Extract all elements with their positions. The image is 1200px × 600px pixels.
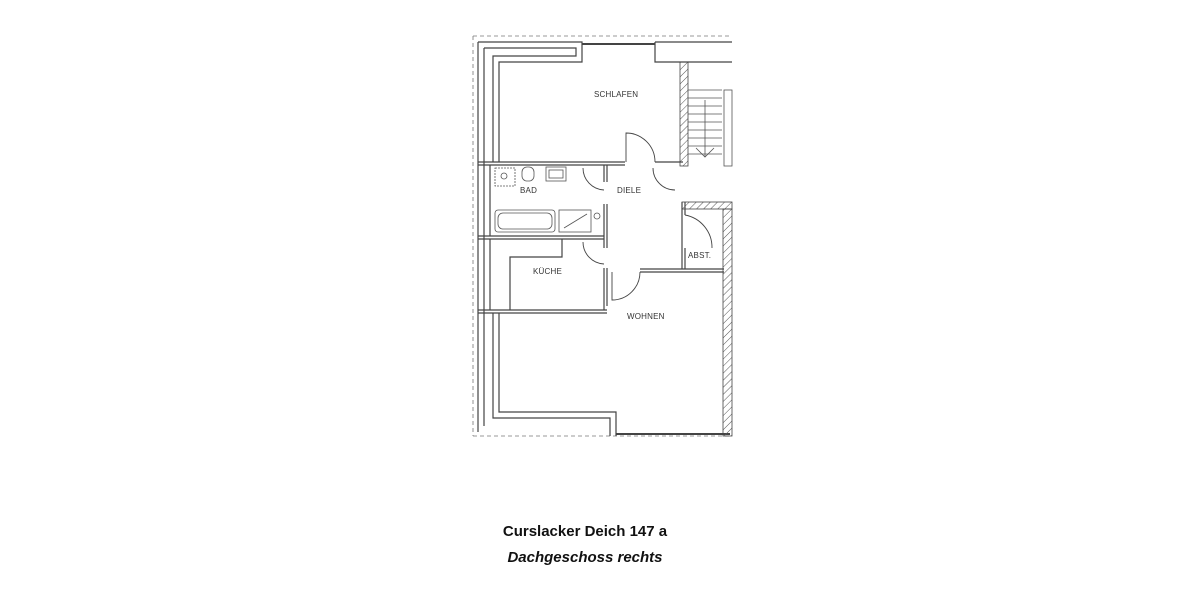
walls (477, 41, 732, 436)
hatched-wall-abst-top (681, 201, 733, 210)
bathroom-fixtures (494, 166, 601, 233)
outer-dashed-boundary (472, 35, 732, 437)
toilet (521, 166, 535, 182)
floor-subtitle: Dachgeschoss rechts (507, 549, 663, 566)
room-label-diele: DIELE (617, 186, 641, 195)
room-label-wohnen: WOHNEN (627, 312, 665, 321)
room-label-kueche: KÜCHE (533, 267, 562, 276)
bathtub (494, 209, 556, 233)
staircase (688, 89, 733, 167)
hatched-wall-right (722, 208, 733, 437)
address-title: Curslacker Deich 147 a (502, 523, 668, 540)
room-label-schlafen: SCHLAFEN (594, 90, 638, 99)
hatched-wall-stair (679, 61, 689, 167)
room-label-bad: BAD (520, 186, 537, 195)
shower (558, 209, 592, 233)
shower-tray (494, 167, 516, 187)
sink (545, 166, 567, 182)
room-label-abst: ABST. (688, 251, 711, 260)
door-swings (582, 132, 713, 301)
